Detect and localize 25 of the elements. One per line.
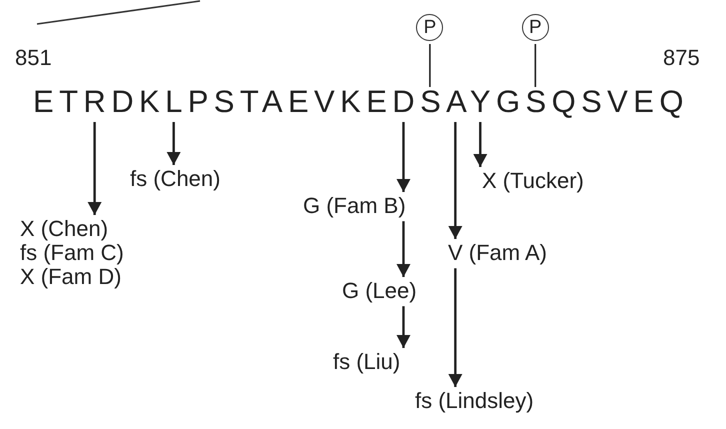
mutation-label: G (Lee) <box>342 279 417 304</box>
mutation-label: X (Fam D) <box>20 265 122 290</box>
mutation-label: fs (Liu) <box>333 350 400 374</box>
arrow <box>166 122 181 165</box>
connector-line <box>429 44 431 87</box>
arrow <box>473 122 488 167</box>
arrow <box>396 122 410 192</box>
mutation-label: X (Tucker) <box>482 169 584 194</box>
connector-line <box>534 44 536 87</box>
mutation-label: X (Chen) <box>20 217 110 242</box>
arrow <box>448 122 462 239</box>
mutation-label: G (Fam B) <box>303 194 406 218</box>
arrow <box>396 306 410 348</box>
mutation-label: V (Fam A) <box>448 241 548 266</box>
mutation-label: fs (Fam C) <box>20 241 124 266</box>
residue-number: 851 <box>15 46 52 70</box>
arrow <box>448 268 462 387</box>
mutation-label: fs (Lindsley) <box>415 389 534 414</box>
protein-sequence: ETRDKLPSTAEVKEDSAYGSQSVEQ <box>33 86 689 117</box>
residue-number: 875 <box>663 46 700 70</box>
arrow <box>396 221 410 277</box>
phosphorylation-circle: P <box>522 14 549 41</box>
arrow <box>88 122 102 215</box>
mutation-label: fs (Chen) <box>130 167 220 192</box>
phosphorylation-circle: P <box>416 14 444 41</box>
